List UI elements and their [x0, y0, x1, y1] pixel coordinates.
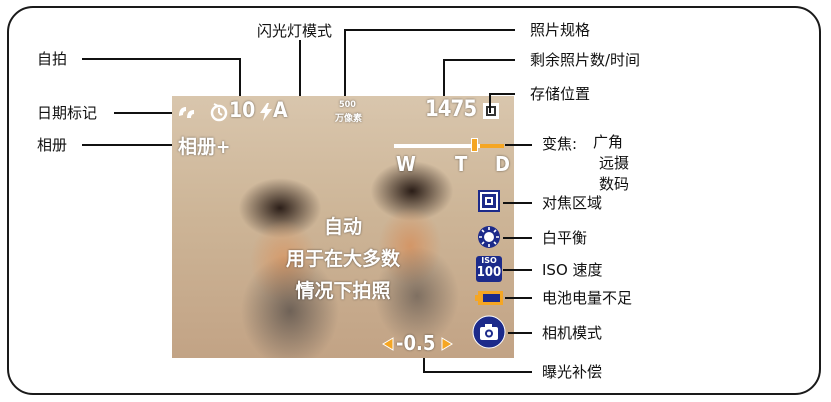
callout-focus-zone: 对焦区域	[542, 194, 603, 212]
callout-album: 相册	[37, 136, 68, 154]
self-timer-icon	[210, 103, 228, 122]
callout-zoom: 变焦:	[542, 135, 578, 153]
zoom-digital-marker: D	[495, 152, 510, 176]
callout-self-timer: 自拍	[37, 50, 68, 68]
exposure-value: -0.5	[396, 331, 436, 355]
callout-iso-speed: ISO 速度	[542, 261, 603, 279]
callout-zoom-wide: 广角	[593, 133, 624, 151]
album-label: 相册+	[178, 136, 231, 158]
photo-size-bottom: 万像素	[335, 114, 363, 124]
zoom-wide-marker: W	[396, 152, 416, 176]
iso-speed-badge: ISO 100	[476, 256, 502, 282]
mode-description-line-1: 自动	[323, 216, 362, 238]
self-timer-value: 10	[229, 98, 256, 122]
flash-auto-icon	[260, 103, 272, 121]
zoom-bar-optical	[394, 144, 480, 148]
white-balance-icon	[478, 226, 500, 248]
camera-lcd-screen: 10 A 500 万像素 1475 相册+ W T D 自动 用于在大多数 情况…	[172, 96, 514, 358]
diagram-frame	[7, 6, 821, 395]
zoom-position-marker	[470, 138, 478, 152]
callout-camera-mode: 相机模式	[542, 324, 603, 342]
battery-low-icon	[475, 291, 503, 305]
callout-photo-size: 照片规格	[530, 21, 591, 39]
mode-description-line-3: 情况下拍照	[295, 280, 391, 302]
callout-date-stamp: 日期标记	[37, 104, 98, 122]
iso-label: ISO	[481, 256, 497, 265]
exposure-increase-icon	[441, 337, 453, 351]
callout-exposure-comp: 曝光补偿	[542, 363, 603, 381]
exposure-decrease-icon	[382, 337, 394, 351]
focus-zone-icon	[478, 190, 500, 212]
zoom-bar	[394, 138, 504, 152]
zoom-bar-digital	[480, 144, 504, 148]
callout-pictures-remaining: 剩余照片数/时间	[530, 51, 641, 69]
iso-value: 100	[476, 265, 502, 280]
pictures-remaining-count: 1475	[425, 97, 477, 122]
flash-mode-value: A	[273, 98, 288, 122]
callout-zoom-tele: 远摄	[599, 154, 630, 172]
zoom-tele-marker: T	[455, 152, 468, 176]
photo-size-top: 500	[339, 100, 356, 110]
mode-description-line-2: 用于在大多数	[285, 248, 400, 270]
camera-mode-icon	[472, 315, 506, 349]
callout-battery-low: 电池电量不足	[542, 289, 633, 307]
callout-storage-location: 存储位置	[530, 85, 591, 103]
callout-zoom-digital: 数码	[599, 175, 630, 193]
date-stamp-icon	[179, 107, 194, 118]
callout-flash-mode: 闪光灯模式	[257, 22, 333, 40]
callout-white-balance: 白平衡	[542, 229, 588, 247]
